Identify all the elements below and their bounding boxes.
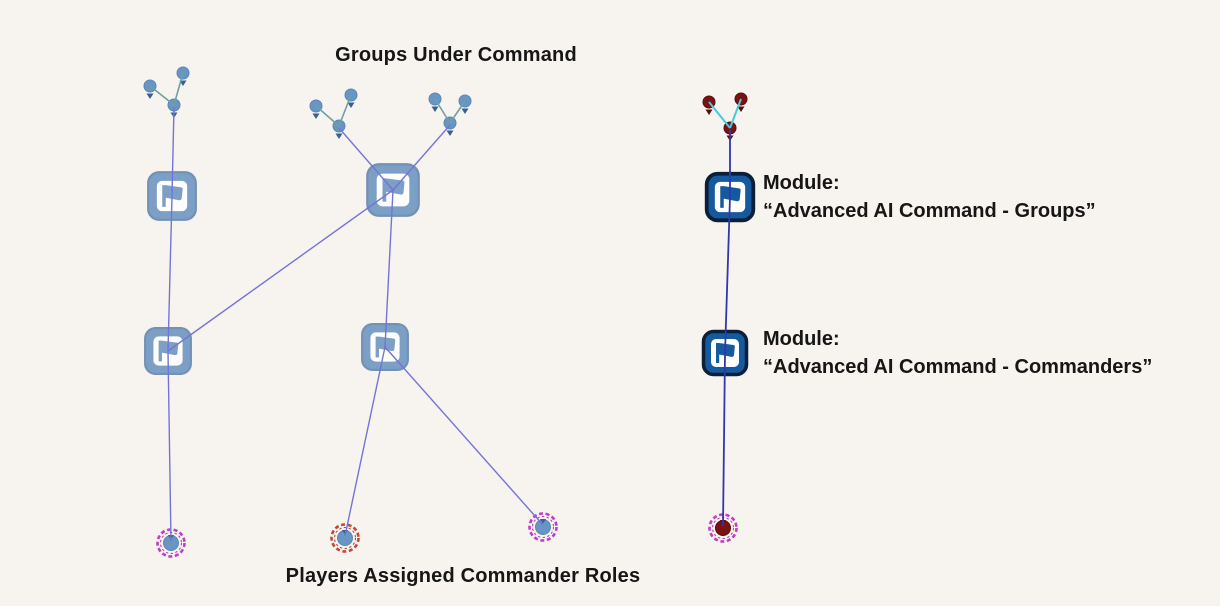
blue-unit-dot-icon: [457, 94, 473, 116]
module-flag-icon: [360, 322, 410, 372]
blue-unit-dot-icon: [142, 79, 158, 101]
blue-unit-dot-icon: [331, 119, 347, 141]
red-unit-dot-icon: [733, 92, 749, 114]
module-label-commanders: Module: “Advanced AI Command - Commander…: [763, 325, 1152, 381]
module-flag-icon: [146, 170, 198, 222]
blue-unit-dot-icon: [308, 99, 324, 121]
blue-unit-dot-icon: [442, 116, 458, 138]
blue-unit-dot-icon: [427, 92, 443, 114]
player-ring-icon: [155, 527, 187, 559]
blue-unit-dot-icon: [175, 66, 191, 88]
red-unit-dot-icon: [701, 95, 717, 117]
player-ring-icon: [527, 511, 559, 543]
module-flag-icon: [143, 326, 193, 376]
module-flag-icon: [701, 329, 749, 377]
module-label-line1: Module:: [763, 328, 840, 350]
module-label-line1: Module:: [763, 172, 840, 194]
module-flag-icon: [704, 171, 756, 223]
module-flag-icon: [365, 162, 421, 218]
diagram-title: Groups Under Command: [335, 44, 577, 66]
blue-unit-dot-icon: [166, 98, 182, 120]
red-unit-dot-icon: [722, 121, 738, 143]
module-label-groups: Module: “Advanced AI Command - Groups”: [763, 169, 1096, 225]
module-label-line2: “Advanced AI Command - Groups”: [763, 200, 1096, 222]
player-ring-icon: [707, 512, 739, 544]
module-label-line2: “Advanced AI Command - Commanders”: [763, 356, 1153, 378]
player-ring-icon: [329, 522, 361, 554]
blue-unit-dot-icon: [343, 88, 359, 110]
diagram-caption: Players Assigned Commander Roles: [285, 565, 641, 587]
